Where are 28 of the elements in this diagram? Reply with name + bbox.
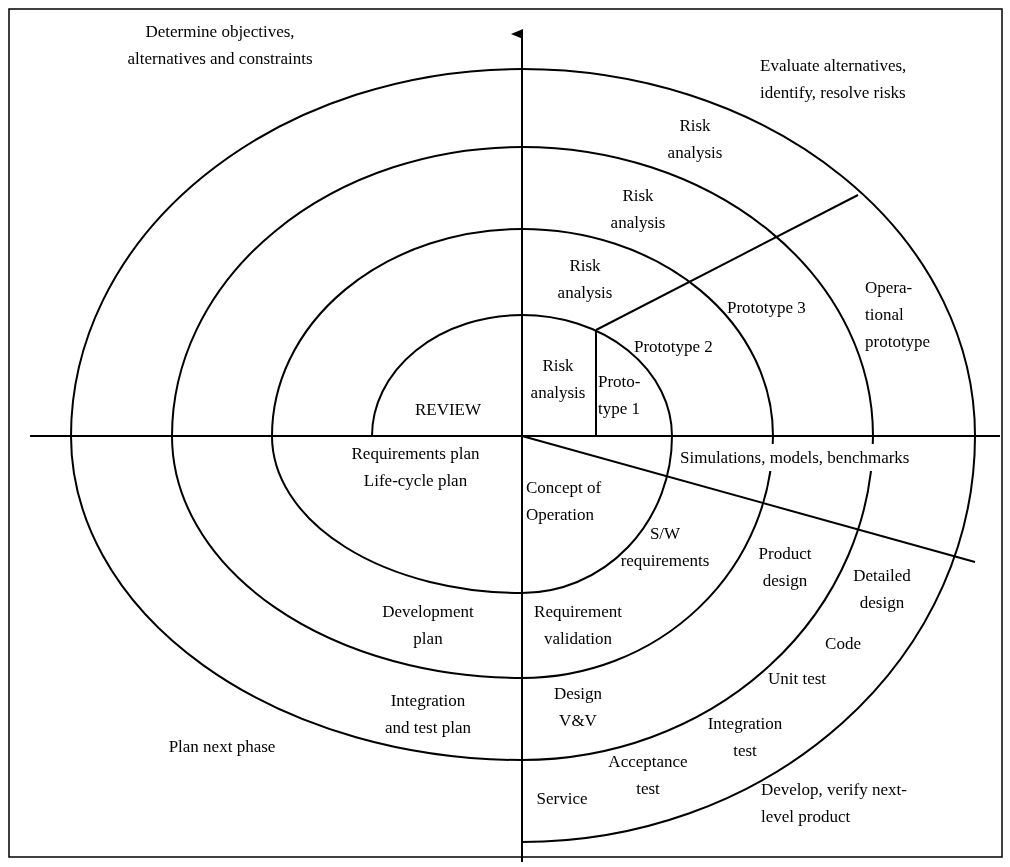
activity-label: Service <box>535 788 589 810</box>
activity-label: S/W requirements <box>620 523 710 572</box>
activity-label: Requirement validation <box>533 601 623 650</box>
activity-label: Unit test <box>766 668 828 690</box>
activity-label: Design V&V <box>552 683 604 732</box>
activity-label: Risk analysis <box>666 115 724 164</box>
quadrant-heading: Plan next phase <box>167 736 277 758</box>
activity-label: Proto- type 1 <box>598 371 642 420</box>
activity-label: Integration test <box>706 713 784 762</box>
activity-label: Development plan <box>381 601 475 650</box>
quadrant-heading: Determine objectives, alternatives and constraints <box>126 21 314 70</box>
activity-label: REVIEW <box>413 399 483 421</box>
activity-label: Prototype 3 <box>727 297 807 319</box>
activity-label: Concept of Operation <box>526 477 603 526</box>
activity-label: Prototype 2 <box>634 336 714 358</box>
activity-label: Risk analysis <box>556 255 614 304</box>
activity-label: Requirements plan Life-cycle plan <box>350 443 481 492</box>
activity-label: Detailed design <box>852 565 912 614</box>
activity-label: Code <box>824 633 862 655</box>
activity-label: Opera- tional prototype <box>865 277 932 353</box>
activity-label: Simulations, models, benchmarks <box>680 444 910 471</box>
quadrant-heading: Develop, verify next-level product <box>761 779 908 828</box>
activity-label: Risk analysis <box>529 355 587 404</box>
activity-label: Integration and test plan <box>384 690 472 739</box>
activity-label: Product design <box>757 543 813 592</box>
quadrant-heading: Evaluate alternatives, identify, resolve risks <box>760 55 908 104</box>
activity-label: Acceptance test <box>607 751 689 800</box>
activity-label: Risk analysis <box>609 185 667 234</box>
